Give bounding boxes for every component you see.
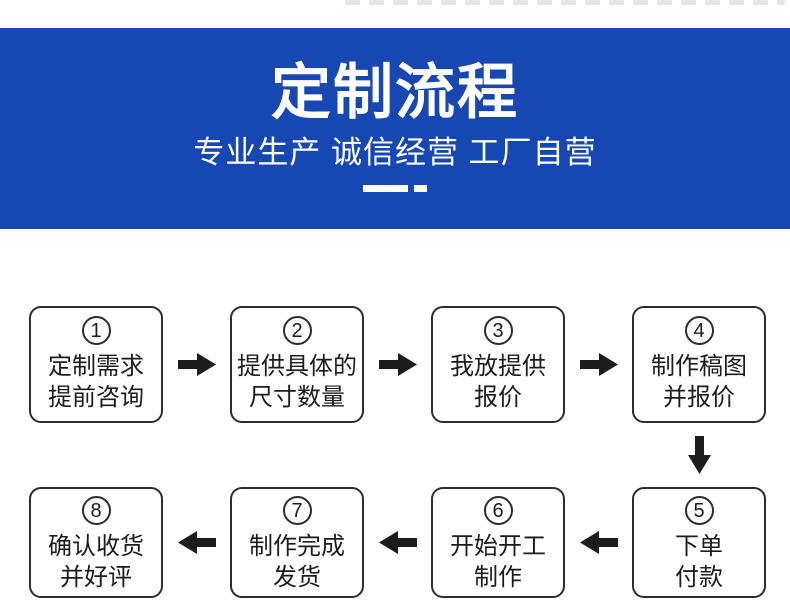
step-text-line: 发货 xyxy=(273,564,321,591)
step-text-line: 确认收货 xyxy=(48,533,144,560)
flow-row-1: 1 定制需求 提前咨询 2 提供具体的 尺寸数量 3 xyxy=(29,306,766,423)
step-number-circle: 3 xyxy=(483,316,513,345)
flow-connector xyxy=(163,306,230,423)
step-text-line: 并报价 xyxy=(663,384,735,411)
arrow-down-icon xyxy=(687,436,711,474)
arrow-left-icon xyxy=(579,531,618,554)
customization-flowchart: 1 定制需求 提前咨询 2 提供具体的 尺寸数量 3 xyxy=(29,306,766,598)
flow-step-4: 4 制作稿图 并报价 xyxy=(632,306,766,423)
step-number-circle: 1 xyxy=(81,316,111,345)
divider-bar xyxy=(363,185,408,192)
step-number: 8 xyxy=(90,499,102,522)
step-number: 7 xyxy=(291,499,303,522)
step-text: 制作完成 发货 xyxy=(249,531,345,593)
flow-step-3: 3 我放提供 报价 xyxy=(431,306,565,423)
flow-step-8: 8 确认收货 并好评 xyxy=(29,487,163,598)
step-text-line: 制作 xyxy=(474,564,522,591)
step-text-line: 开始开工 xyxy=(450,533,546,560)
flow-step-6: 6 开始开工 制作 xyxy=(431,487,565,598)
step-text: 制作稿图 并报价 xyxy=(651,351,747,413)
step-text: 定制需求 提前咨询 xyxy=(48,351,144,413)
step-text-line: 并好评 xyxy=(60,564,132,591)
step-number-circle: 2 xyxy=(282,316,312,345)
step-text-line: 提供具体的 xyxy=(237,353,357,380)
flow-connector xyxy=(565,487,632,598)
arrow-right-icon xyxy=(378,353,417,376)
banner: 定制流程 专业生产 诚信经营 工厂自营 xyxy=(0,28,790,229)
cropped-previous-section-remnant xyxy=(345,0,785,5)
step-number-circle: 7 xyxy=(282,496,312,525)
flow-row-2: 8 确认收货 并好评 7 制作完成 发货 6 xyxy=(29,487,766,598)
step-number: 3 xyxy=(492,319,504,342)
step-text: 我放提供 报价 xyxy=(450,351,546,413)
step-text: 下单 付款 xyxy=(675,531,723,593)
flow-step-2: 2 提供具体的 尺寸数量 xyxy=(230,306,364,423)
step-text-line: 制作稿图 xyxy=(651,353,747,380)
flow-connector xyxy=(163,487,230,598)
step-number: 6 xyxy=(492,499,504,522)
step-text-line: 尺寸数量 xyxy=(249,384,345,411)
step-number-circle: 4 xyxy=(684,316,714,345)
step-number-circle: 5 xyxy=(684,496,714,525)
step-number: 1 xyxy=(90,319,102,342)
flow-step-1: 1 定制需求 提前咨询 xyxy=(29,306,163,423)
step-text-line: 报价 xyxy=(474,384,522,411)
arrow-left-icon xyxy=(378,531,417,554)
step-text: 确认收货 并好评 xyxy=(48,531,144,593)
step-number: 4 xyxy=(693,319,705,342)
step-text-line: 我放提供 xyxy=(450,353,546,380)
step-text: 开始开工 制作 xyxy=(450,531,546,593)
flow-connector xyxy=(364,306,431,423)
step-text: 提供具体的 尺寸数量 xyxy=(237,351,357,413)
flow-connector xyxy=(565,306,632,423)
step-number: 2 xyxy=(291,319,303,342)
arrow-right-icon xyxy=(579,353,618,376)
step-text-line: 提前咨询 xyxy=(48,384,144,411)
flow-connector xyxy=(364,487,431,598)
arrow-left-icon xyxy=(177,531,216,554)
banner-subtitle: 专业生产 诚信经营 工厂自营 xyxy=(193,135,597,170)
arrow-right-icon xyxy=(177,353,216,376)
step-number: 5 xyxy=(693,499,705,522)
divider-dot xyxy=(414,185,427,192)
step-text-line: 付款 xyxy=(675,564,723,591)
step-number-circle: 6 xyxy=(483,496,513,525)
step-number-circle: 8 xyxy=(81,496,111,525)
flow-step-5: 5 下单 付款 xyxy=(632,487,766,598)
step-text-line: 定制需求 xyxy=(48,353,144,380)
step-text-line: 制作完成 xyxy=(249,533,345,560)
step-text-line: 下单 xyxy=(675,533,723,560)
flow-connector-row xyxy=(29,423,766,487)
flow-connector xyxy=(632,423,766,487)
banner-title: 定制流程 xyxy=(271,59,519,126)
banner-divider xyxy=(0,185,790,192)
flow-step-7: 7 制作完成 发货 xyxy=(230,487,364,598)
